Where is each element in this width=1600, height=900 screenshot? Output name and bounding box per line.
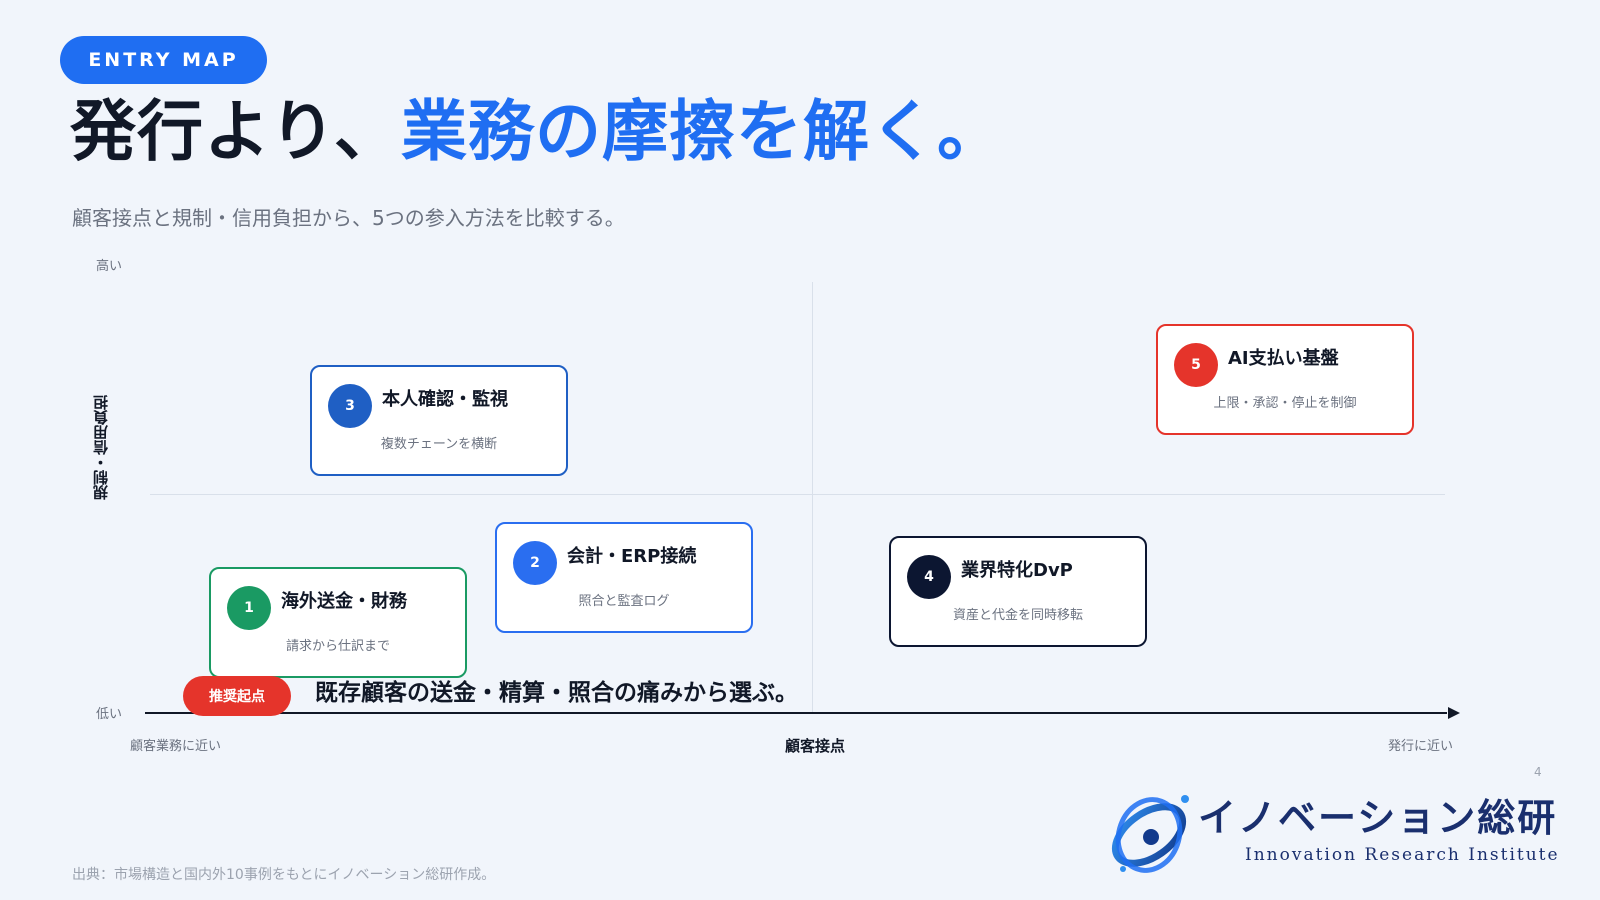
entry-card-3[interactable]: 3 本人確認・監視 複数チェーンを横断	[310, 365, 568, 476]
logo-subtitle: Innovation Research Institute	[1245, 845, 1560, 865]
card-description: 請求から仕訳まで	[285, 639, 390, 654]
entry-card-1[interactable]: 1 海外送金・財務 請求から仕訳まで	[209, 567, 467, 678]
card-number-badge: 1	[227, 586, 271, 630]
entry-card-2[interactable]: 2 会計・ERP接続 照合と監査ログ	[495, 522, 753, 633]
title-dark-part: 発行より、	[70, 93, 402, 170]
entry-map-badge: ENTRY MAP	[60, 36, 267, 84]
x-axis-right-label: 発行に近い	[1388, 739, 1454, 754]
card-number-badge: 2	[513, 541, 557, 585]
x-axis-line	[145, 712, 1447, 714]
card-number-badge: 3	[328, 384, 372, 428]
card-title: 業界特化DvP	[961, 560, 1073, 581]
card-description: 複数チェーンを横断	[380, 437, 498, 452]
recommended-start-pill: 推奨起点	[183, 676, 291, 716]
entry-card-5[interactable]: 5 AI支払い基盤 上限・承認・停止を制御	[1156, 324, 1414, 435]
company-logo: イノベーション総研 Innovation Research Institute	[1105, 785, 1575, 885]
y-axis-low-label: 低い	[96, 707, 123, 722]
card-description: 資産と代金を同時移転	[952, 608, 1083, 623]
card-number-badge: 4	[907, 555, 951, 599]
card-title: 会計・ERP接続	[567, 546, 697, 567]
card-title: 海外送金・財務	[281, 591, 407, 612]
y-axis-title: 規制・信用負担	[92, 395, 110, 500]
x-axis-title: 顧客接点	[785, 737, 846, 755]
title-accent-part: 業務の摩擦を解く。	[401, 93, 1005, 170]
vertical-gridline	[812, 282, 813, 712]
card-description: 上限・承認・停止を制御	[1213, 396, 1357, 411]
orbit-logo-icon	[1111, 795, 1189, 873]
page-subtitle: 顧客接点と規制・信用負担から、5つの参入方法を比較する。	[72, 206, 625, 230]
logo-title: イノベーション総研	[1198, 795, 1558, 840]
y-axis-high-label: 高い	[96, 259, 123, 274]
x-axis-arrow-icon	[1448, 707, 1460, 719]
card-description: 照合と監査ログ	[578, 594, 670, 609]
card-title: AI支払い基盤	[1228, 348, 1339, 369]
page-number: 4	[1534, 765, 1542, 779]
page-title: 発行より、業務の摩擦を解く。	[70, 88, 1004, 176]
source-note: 出典：市場構造と国内外10事例をもとにイノベーション総研作成。	[72, 867, 496, 883]
horizontal-gridline	[150, 494, 1445, 495]
entry-card-4[interactable]: 4 業界特化DvP 資産と代金を同時移転	[889, 536, 1147, 647]
card-title: 本人確認・監視	[382, 389, 508, 410]
x-axis-left-label: 顧客業務に近い	[130, 739, 222, 754]
card-number-badge: 5	[1174, 343, 1218, 387]
recommendation-text: 既存顧客の送金・精算・照合の痛みから選ぶ。	[315, 680, 798, 706]
